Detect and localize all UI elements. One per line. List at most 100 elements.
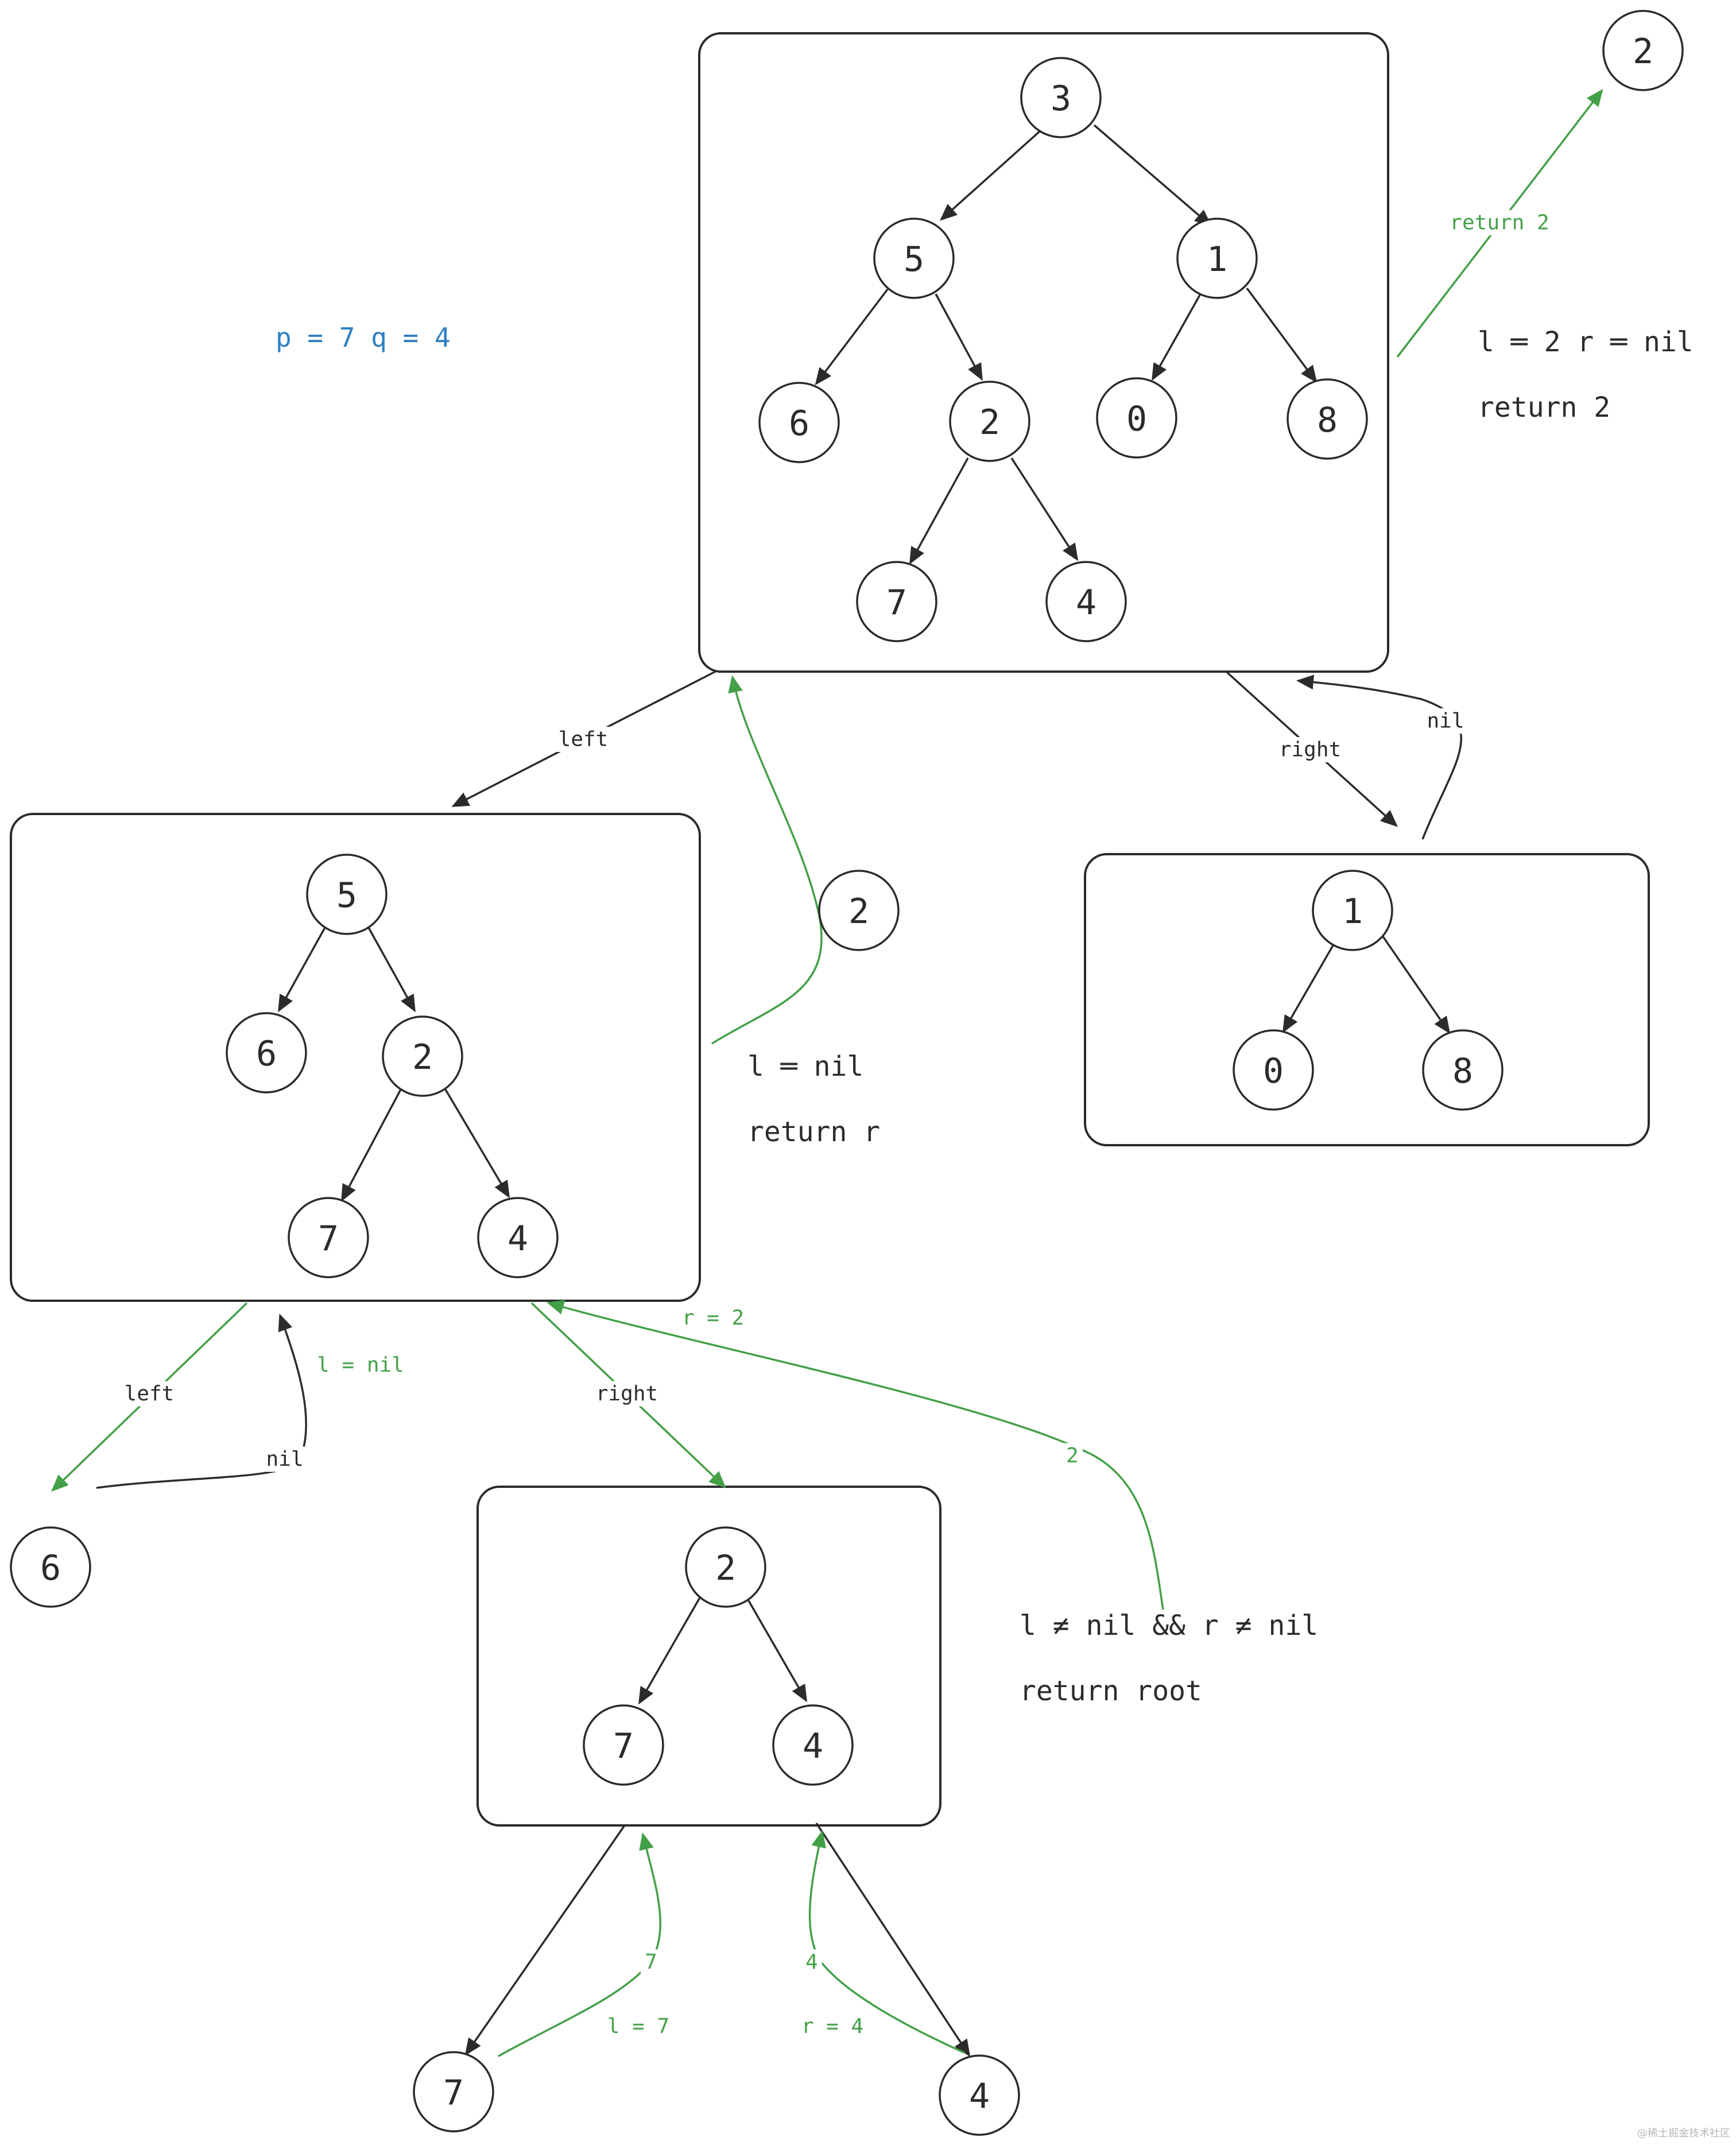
edge-return-mid [711, 675, 823, 1045]
node-label: 1 [1342, 891, 1363, 932]
frame-left-subtree [10, 813, 701, 1302]
note-left-ret: return r [747, 1116, 880, 1148]
edge-d-to-leaf4 [815, 1823, 971, 2057]
node-label: 4 [803, 1726, 823, 1766]
node-label: 1 [1207, 239, 1227, 280]
node-label: 8 [1452, 1051, 1473, 1091]
note-root-cond: l ═ 2 r ═ nil [1478, 326, 1694, 358]
edge-c1-c0 [1282, 941, 1336, 1033]
label-l-nil-mid: l = nil [317, 1354, 404, 1377]
params-label: p = 7 q = 4 [276, 322, 451, 353]
node-label: 7 [443, 2073, 464, 2113]
node-label: 7 [318, 1219, 339, 1259]
label-nil-top: nil [1427, 710, 1464, 733]
edge-d2-d4 [744, 1594, 807, 1703]
node-label: 3 [1051, 79, 1071, 119]
label-nil-mid: nil [266, 1448, 303, 1471]
node-label: 6 [256, 1034, 277, 1074]
node-c8: 8 [1422, 1029, 1504, 1111]
edge-a2-a4 [1010, 458, 1079, 561]
node-label: 8 [1317, 400, 1338, 440]
note-left-cond: l ═ nil [747, 1050, 863, 1083]
node-top-result: 2 [1602, 10, 1684, 91]
edge-a1-a0 [1152, 294, 1201, 381]
node-d4: 4 [772, 1704, 854, 1786]
label-left-mid: left [125, 1382, 175, 1406]
node-mid-result: 2 [818, 870, 900, 951]
edge-b5-b6 [278, 927, 326, 1013]
label-l-bottom: l = 7 [607, 2015, 669, 2038]
tree-nodes: 3 5 1 6 2 0 8 7 4 5 6 2 7 4 1 0 8 2 7 4 … [10, 10, 1684, 2136]
node-label: 5 [904, 239, 924, 280]
node-label: 6 [40, 1548, 61, 1588]
label-right-top: right [1279, 738, 1341, 762]
edge-a5-a6 [815, 288, 889, 386]
node-a1: 1 [1176, 218, 1258, 299]
node-b2: 2 [382, 1015, 463, 1097]
node-b4: 4 [477, 1197, 559, 1278]
edge-labels-black: left right nil left nil right [122, 708, 1466, 1472]
node-label: 2 [1633, 32, 1653, 72]
node-leaf-6: 6 [10, 1526, 91, 1608]
label-return-top: return 2 [1450, 211, 1549, 235]
node-b6: 6 [226, 1012, 307, 1094]
node-label: 4 [1076, 583, 1096, 623]
label-left-top: left [559, 728, 609, 751]
frame-root-tree [698, 32, 1389, 673]
edge-b5-b2 [367, 927, 416, 1013]
node-a2: 2 [949, 381, 1030, 462]
label-two-mid: 2 [1066, 1444, 1079, 1468]
node-label: 5 [336, 875, 357, 916]
node-label: 2 [715, 1548, 736, 1588]
node-a4: 4 [1045, 561, 1127, 642]
node-label: 7 [613, 1726, 634, 1766]
flow-edges [96, 670, 1462, 2057]
node-label: 0 [1263, 1051, 1284, 1091]
edge-b2-b7 [341, 1089, 402, 1202]
node-label: 0 [1126, 399, 1147, 439]
label-seven-bottom: 7 [645, 1951, 657, 1974]
edge-b2-b4 [444, 1089, 510, 1199]
note-sub-ret: return root [1020, 1675, 1202, 1707]
node-b7: 7 [288, 1197, 369, 1278]
node-c1: 1 [1312, 870, 1393, 951]
watermark: @稀土掘金技术社区 [1637, 2127, 1730, 2139]
notes: l ═ 2 r ═ nil return 2 l ═ nil return r … [747, 326, 1694, 1707]
node-label: 4 [507, 1219, 528, 1259]
edge-nil-top [1296, 674, 1462, 840]
node-a3: 3 [1020, 57, 1102, 138]
edge-r2-mid [547, 1300, 1164, 1610]
edge-d2-d7 [638, 1594, 703, 1705]
node-label: 2 [412, 1037, 433, 1077]
edge-c1-c8 [1381, 935, 1451, 1034]
node-a7: 7 [856, 561, 937, 642]
note-root-ret: return 2 [1478, 391, 1610, 424]
node-a6: 6 [758, 382, 840, 463]
node-label: 7 [886, 583, 907, 623]
label-r-bottom: r = 4 [801, 2015, 863, 2038]
node-label: 2 [848, 891, 869, 932]
node-a8: 8 [1286, 378, 1368, 460]
note-sub-cond: l ≠ nil && r ≠ nil [1020, 1610, 1318, 1642]
edge-a2-a7 [909, 458, 969, 565]
frame-right-subtree [1084, 853, 1650, 1146]
label-four-bottom: 4 [805, 1951, 818, 1974]
label-right-mid: right [596, 1382, 658, 1406]
node-c0: 0 [1233, 1029, 1314, 1111]
node-d2: 2 [685, 1526, 766, 1608]
node-b5: 5 [306, 854, 388, 935]
edge-a5-a2 [935, 293, 983, 381]
node-a0: 0 [1096, 377, 1177, 459]
edge-a3-a1 [1093, 124, 1212, 227]
edge-a3-a5 [940, 130, 1041, 221]
tree-edges [278, 124, 1451, 1705]
node-label: 6 [789, 404, 809, 444]
edge-labels-green: return 2 l = nil r = 2 2 7 l = 7 4 r = 4 [317, 210, 1557, 2038]
node-a5: 5 [873, 218, 955, 299]
node-d7: 7 [583, 1704, 664, 1786]
edge-return-4 [808, 1830, 965, 2054]
label-r-mid: r = 2 [682, 1306, 744, 1330]
edge-a1-a8 [1246, 287, 1318, 383]
